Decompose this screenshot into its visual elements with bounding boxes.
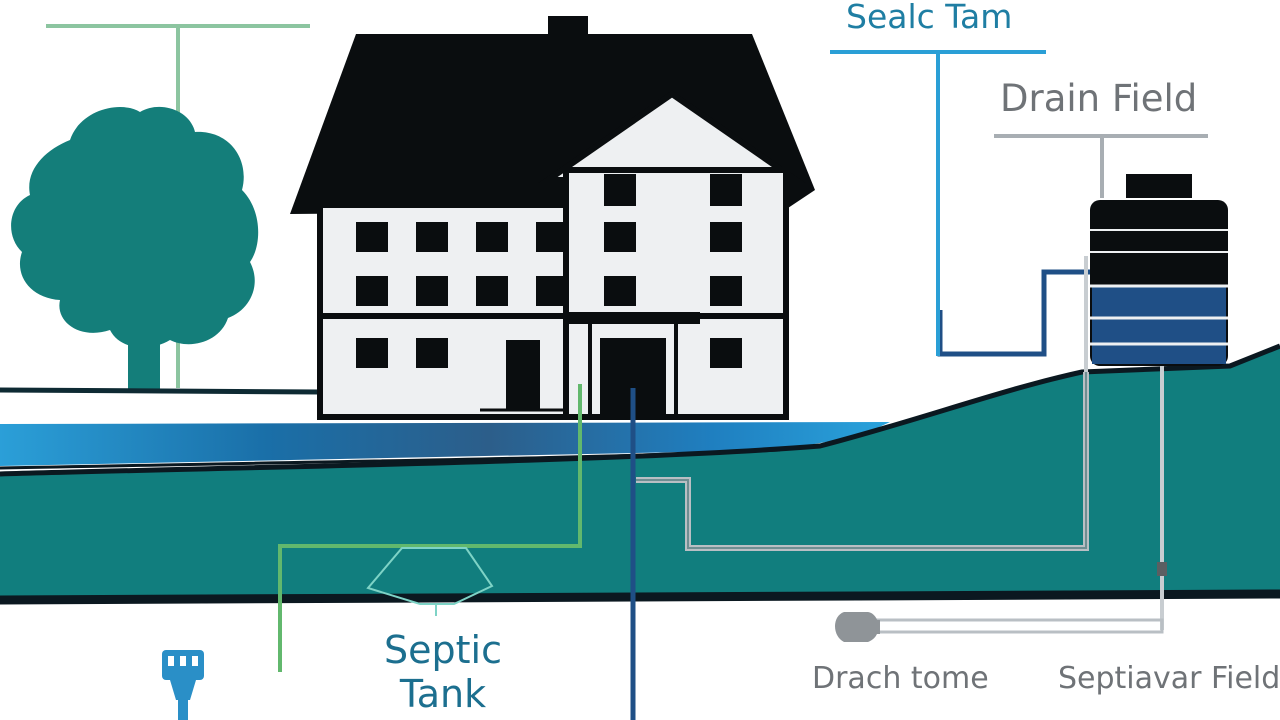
water-bottom-line <box>0 448 781 470</box>
sealc-label-leader <box>830 50 1046 356</box>
house <box>290 16 815 420</box>
label-sealc-tam: Sealc Tam <box>846 0 1013 36</box>
septic-tank-shape <box>366 547 494 605</box>
bottom-gray-pipe <box>870 618 1164 634</box>
ground <box>0 346 1280 600</box>
label-septic-tank: Septic Tank <box>384 628 502 716</box>
plug-icon <box>162 650 204 720</box>
surface-line-left <box>0 387 321 395</box>
label-septic-line1: Septic <box>384 628 502 672</box>
valve-icon <box>835 612 880 642</box>
bottom-baseline <box>0 589 1280 605</box>
water-band <box>0 422 890 466</box>
label-septiavar-field: Septiavar Field <box>1058 661 1280 696</box>
green-pipe <box>278 384 582 672</box>
tree <box>11 106 259 392</box>
label-drach-tome: Drach tome <box>812 661 989 696</box>
drain-field-label-leader <box>994 134 1208 198</box>
storage-tank <box>1090 174 1228 366</box>
tank-inlet-pipe <box>937 269 1090 357</box>
windows <box>356 174 742 368</box>
label-drain-field: Drain Field <box>1000 77 1198 120</box>
label-septic-line2: Tank <box>399 672 487 716</box>
gray-pipe-inner <box>636 372 1087 549</box>
front-steps <box>476 408 570 418</box>
side-door <box>506 340 540 410</box>
